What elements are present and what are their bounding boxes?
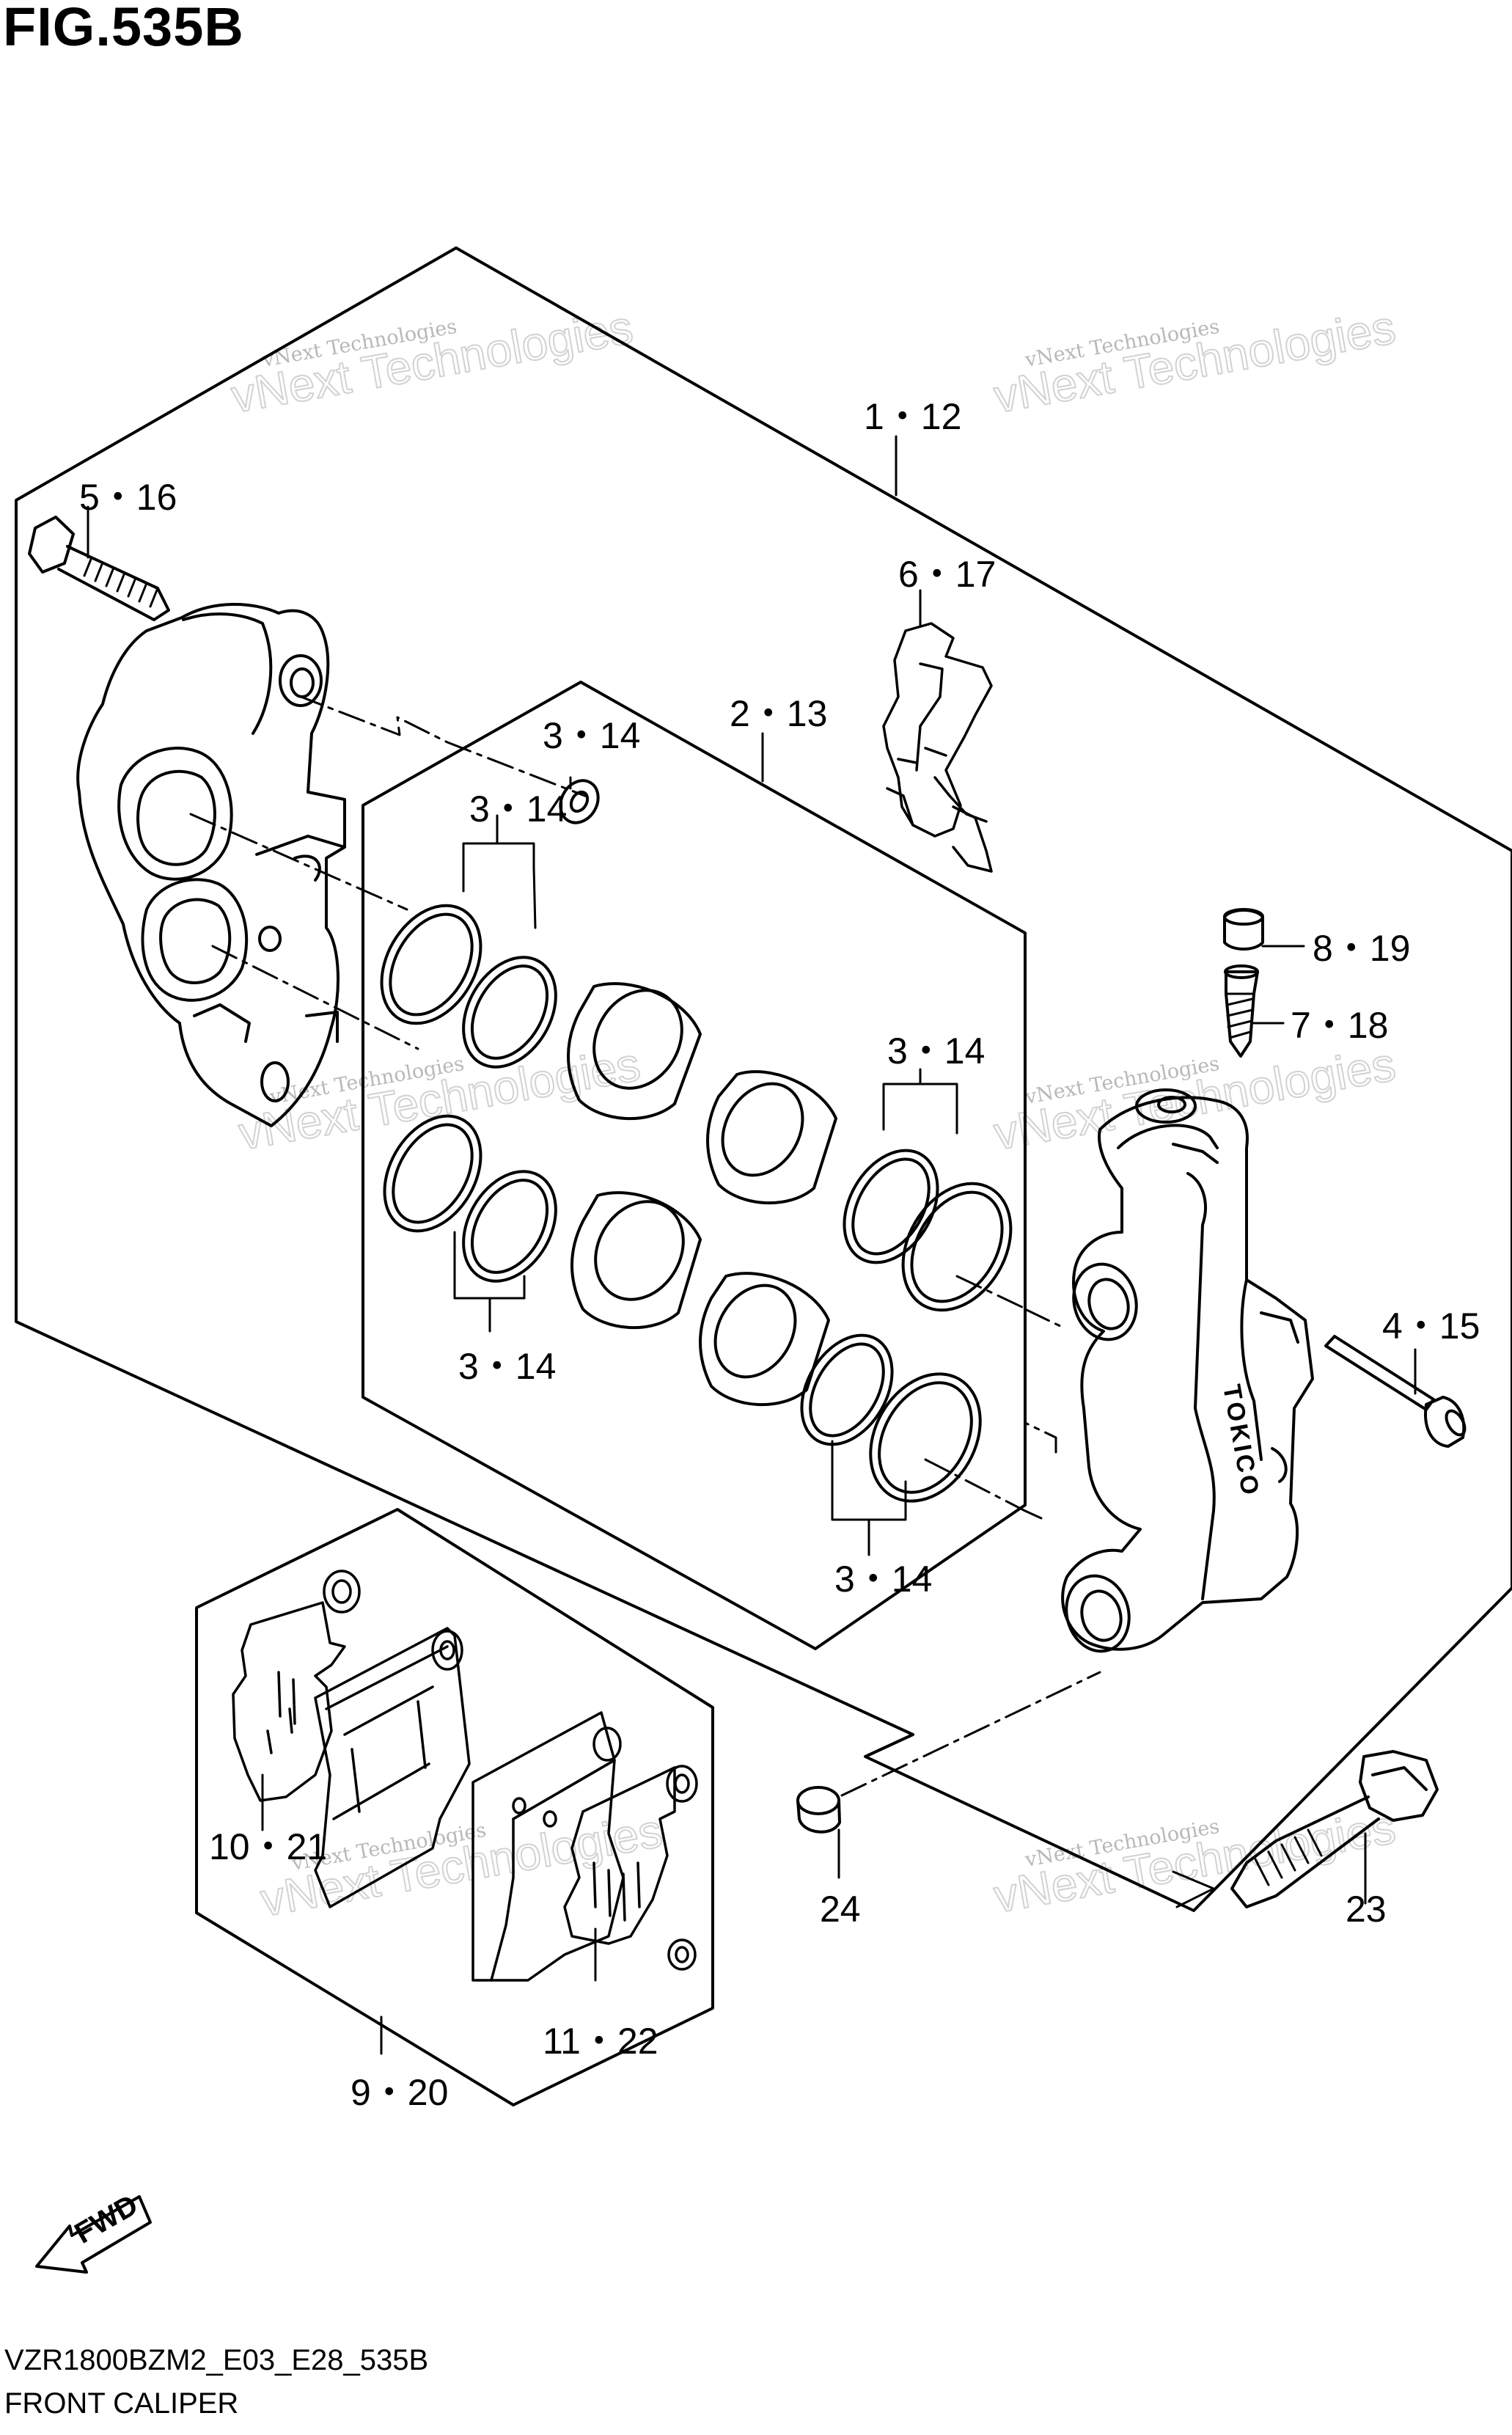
brake-pad-lower [471,1711,698,1982]
seal-ring-7 [800,1333,894,1446]
callout-10-21: 10・21 [209,1826,327,1867]
axis-line-mid-2 [924,1458,1043,1520]
figure-title: FIG.535B [3,0,244,57]
callout-3-14-e: 3・14 [834,1559,932,1600]
callout-labels: 1・12 5・16 6・17 2・13 3・14 3・14 3・14 3・14 … [79,396,1480,2113]
bracket-seals-upper-right [882,1068,958,1135]
watermark-1: vNext Technologies vNext Technologies [227,300,637,424]
callout-7-18: 7・18 [1291,1005,1388,1046]
callout-3-14-d: 3・14 [458,1346,556,1387]
axis-line-left-1 [296,694,588,798]
axis-line-upper-right [1024,1421,1057,1454]
piston-4 [699,1272,830,1407]
frame-break-mark [1172,1870,1215,1908]
axis-line-left-2 [189,813,408,911]
callout-9-20: 9・20 [351,2072,448,2113]
callout-3-14-a: 3・14 [543,715,640,756]
callout-5-16: 5・16 [79,477,177,518]
fwd-arrow-icon: FWD [35,2189,152,2274]
callout-6-17: 6・17 [898,554,996,595]
assembly-frame [15,246,1512,1912]
callout-3-14-b: 3・14 [469,788,567,830]
piston-set-frame [362,681,1027,1650]
bleeder-screw [1224,964,1259,1058]
mounting-bolt [1230,1750,1439,1908]
brake-pad-upper [232,1570,471,1908]
axis-line-mid-1 [955,1275,1065,1329]
right-caliper-half: TOKICO [1061,1088,1314,1653]
callout-3-14-c: 3・14 [887,1030,985,1072]
callout-24: 24 [820,1889,861,1930]
small-seal-3-14 [559,779,600,824]
seal-ring-2 [462,956,557,1069]
piston-1 [567,982,702,1121]
bracket-seals-upper-left [462,814,537,929]
watermark-3: vNext Technologies vNext Technologies [234,1037,645,1161]
bracket-seals-lower-left [453,1231,526,1333]
watermark-6: vNext Technologies vNext Technologies [989,1800,1400,1924]
callout-8-19: 8・19 [1313,928,1410,969]
axis-line-left-3 [211,945,419,1050]
seal-ring-5 [843,1149,939,1264]
seal-ring-1 [380,904,482,1025]
piston-2 [570,1191,702,1330]
seal-ring-4 [462,1170,557,1283]
caliper-bolt-5 [28,516,170,621]
figure-name: FRONT CALIPER [4,2387,239,2420]
bracket-seals-lower-right [831,1440,907,1556]
seal-ring-8 [869,1372,982,1503]
callout-2-13: 2・13 [730,693,827,734]
piston-3 [706,1070,837,1205]
bushing-collar [796,1786,841,1834]
pad-pin [1324,1335,1467,1448]
watermark-2: vNext Technologies vNext Technologies [989,300,1400,424]
pad-spring-clip [882,622,993,873]
left-caliper-half [76,603,346,1127]
callout-1-12: 1・12 [864,396,961,437]
bleeder-cap [1223,908,1264,951]
pad-set-frame [195,1508,714,2106]
callout-4-15: 4・15 [1382,1306,1480,1347]
callout-23: 23 [1346,1889,1387,1930]
seal-ring-3 [383,1114,482,1233]
figure-code: VZR1800BZM2_E03_E28_535B [4,2344,429,2376]
callout-11-22: 11・22 [543,2021,658,2062]
seal-ring-6 [901,1182,1013,1312]
axis-line-collar [840,1671,1101,1797]
